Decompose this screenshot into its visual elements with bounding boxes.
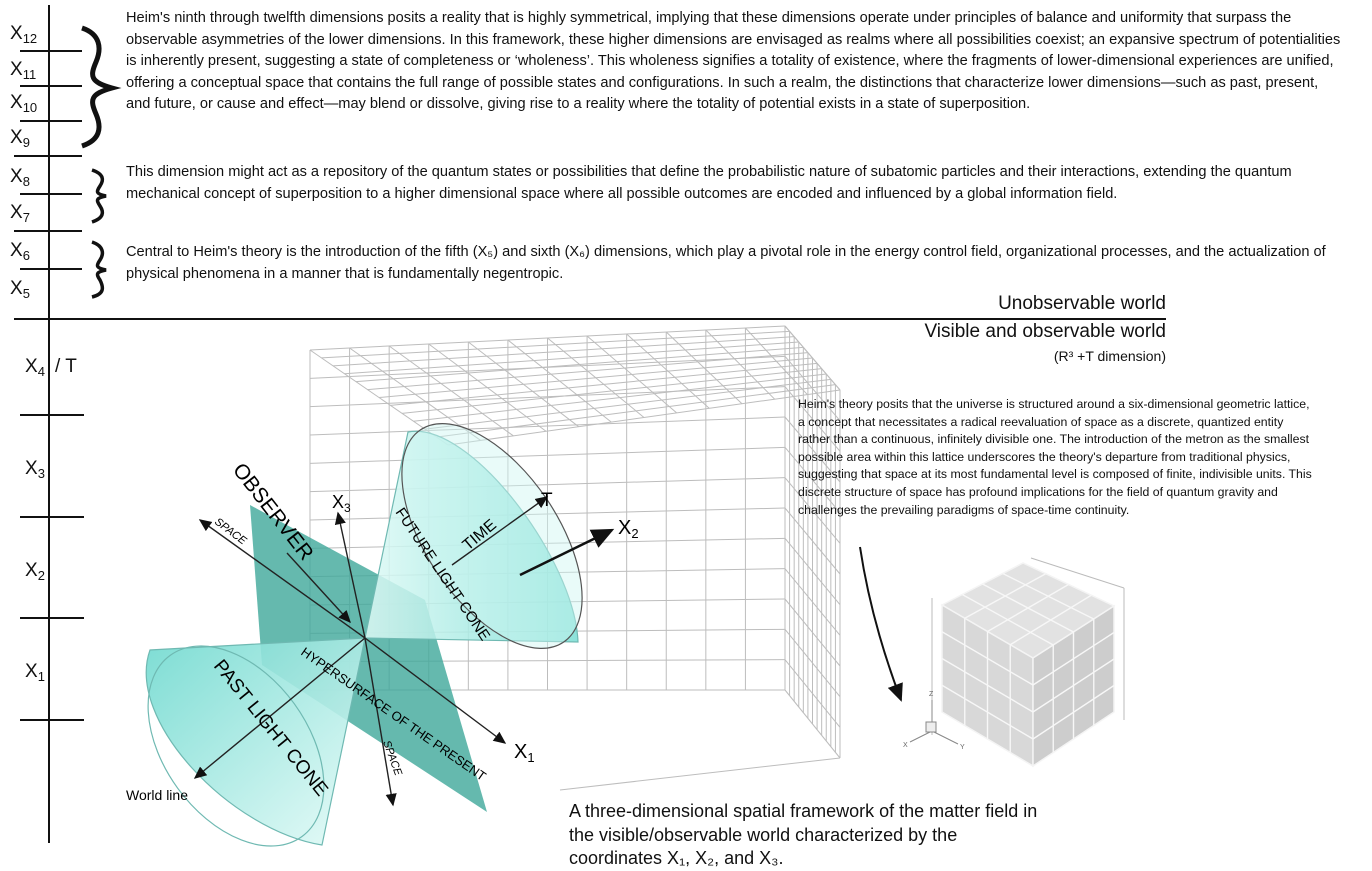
brace-icons (81, 25, 122, 299)
past-light-cone (145, 637, 366, 846)
dimension-scale (14, 5, 1166, 843)
cube-cell-line (1009, 594, 1092, 646)
lattice-edge (559, 757, 841, 791)
curved-pointer-arrow (859, 546, 903, 702)
lattice-line (367, 352, 808, 391)
x12-label: X12 (10, 23, 37, 46)
cube-z-label: Z (929, 691, 934, 698)
x4-suffix-label: / T (55, 356, 77, 377)
metron-cube (931, 557, 1125, 768)
unobservable-world-label: Unobservable world (998, 293, 1166, 314)
small-brace-icon (91, 240, 107, 299)
cube-cell-line (1002, 572, 1095, 620)
light-cone-diagram: OBSERVER SPACE SPACE FUTURE LIGHT CONE T… (126, 423, 639, 847)
cube-cell-line (982, 583, 1074, 633)
x3-label: X3 (25, 458, 45, 481)
lattice-edge (447, 389, 841, 446)
world-line-label: World line (126, 787, 188, 803)
cube-cell-line (941, 684, 1034, 740)
medium-brace-icon (91, 168, 107, 224)
x2-axis-label: X2 (618, 517, 639, 541)
x7-label: X7 (10, 202, 30, 225)
lattice-line (390, 362, 818, 406)
space-upper-label: SPACE (212, 516, 249, 548)
lattice-line (401, 368, 822, 414)
lattice-line (378, 357, 813, 398)
x1-axis-label: X1 (514, 741, 535, 765)
visible-world-label: Visible and observable world (924, 321, 1166, 342)
x4-label: X4 (25, 356, 45, 379)
lattice-line (424, 378, 831, 430)
t-axis-label: T (541, 490, 553, 511)
x11-label: X11 (10, 59, 36, 82)
cube-cell-line (1032, 658, 1115, 713)
x10-label: X10 (10, 92, 37, 115)
x8-label: X8 (10, 166, 30, 189)
large-brace-icon (81, 25, 122, 149)
lattice-line (436, 384, 836, 438)
lattice-line (413, 373, 827, 422)
x2-label: X2 (25, 560, 45, 583)
higher-dimensions-paragraph: Heim's ninth through twelfth dimensions … (126, 10, 1341, 113)
figure-caption: A three-dimensional spatial framework of… (569, 801, 1038, 868)
fifth-sixth-dimensions-paragraph: Central to Heim's theory is the introduc… (126, 244, 1326, 282)
future-light-cone (364, 430, 579, 643)
x9-label: X9 (10, 127, 30, 150)
cube-cell-line (1032, 684, 1115, 740)
x6-label: X6 (10, 240, 30, 263)
cube-cell-line (941, 657, 1034, 713)
quantum-dimensions-paragraph: This dimension might act as a repository… (126, 164, 1292, 202)
cube-x-label: X (903, 742, 908, 749)
cube-y-label: Y (960, 744, 965, 751)
cube-frame-line (1030, 557, 1125, 589)
lattice-line (321, 330, 790, 359)
lattice-line (344, 341, 799, 375)
lattice-line (355, 346, 804, 383)
lattice-theory-paragraph: Heim's theory posits that the universe i… (798, 397, 1312, 517)
x3-axis-label: X3 (332, 492, 351, 515)
r3-dimension-note: (R³ +T dimension) (1053, 348, 1166, 364)
x5-label: X5 (10, 278, 30, 301)
cube-axes-icon (909, 700, 959, 745)
lattice-line (332, 336, 795, 367)
x1-label: X1 (25, 661, 45, 684)
